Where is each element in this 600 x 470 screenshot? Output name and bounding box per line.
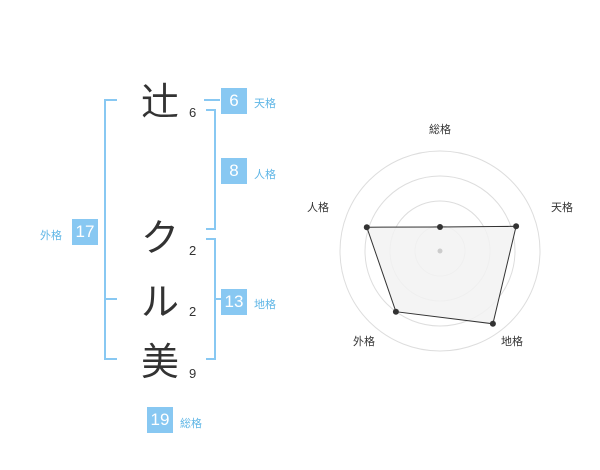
chikaku-bracket-top — [206, 238, 216, 240]
radar-axis-label: 総格 — [429, 122, 451, 136]
radar-point — [392, 308, 399, 315]
chikaku-badge: 13 — [221, 289, 247, 315]
jinkaku-badge: 8 — [221, 158, 247, 184]
gaikaku-bracket-vertical — [104, 99, 106, 360]
gaikaku-badge: 17 — [72, 219, 98, 245]
radar-axis-label: 人格 — [307, 200, 329, 214]
soukaku-badge: 19 — [147, 407, 173, 433]
radar-axis-label: 天格 — [551, 200, 573, 214]
radar-point — [513, 223, 520, 230]
tenkaku-label: 天格 — [254, 97, 276, 110]
name-char-4: 美 — [140, 340, 179, 384]
radar-center-dot — [437, 248, 443, 254]
jinkaku-bracket-vertical — [214, 109, 216, 230]
chikaku-connector — [214, 298, 222, 300]
radar-point — [489, 320, 496, 327]
stroke-count-3: 2 — [189, 304, 197, 319]
tenkaku-connector — [204, 99, 220, 101]
radar-point — [363, 224, 370, 231]
chikaku-bracket-bottom — [206, 358, 216, 360]
jinkaku-label: 人格 — [254, 168, 276, 181]
radar-ring — [364, 175, 516, 327]
name-char-3: ル — [140, 280, 179, 324]
stroke-count-4: 9 — [189, 366, 197, 381]
name-char-2: ク — [140, 216, 179, 260]
soukaku-label: 総格 — [180, 417, 202, 430]
tenkaku-badge: 6 — [221, 88, 247, 114]
jinkaku-bracket-top — [206, 109, 216, 111]
chikaku-label: 地格 — [254, 298, 276, 311]
jinkaku-bracket-bottom — [206, 228, 216, 230]
stroke-count-1: 6 — [189, 105, 197, 120]
gaikaku-label: 外格 — [40, 229, 62, 242]
gaikaku-bracket-mid — [104, 298, 117, 300]
radar-axis-label: 地格 — [501, 334, 523, 348]
stroke-count-2: 2 — [189, 243, 197, 258]
radar-axis-label: 外格 — [353, 334, 375, 348]
radar-point — [437, 224, 443, 230]
gaikaku-bracket-bottom — [104, 358, 117, 360]
radar-polygon — [366, 225, 517, 325]
radar-ring — [339, 150, 541, 352]
gaikaku-bracket-top — [104, 99, 117, 101]
name-char-1: 辻 — [140, 80, 179, 124]
